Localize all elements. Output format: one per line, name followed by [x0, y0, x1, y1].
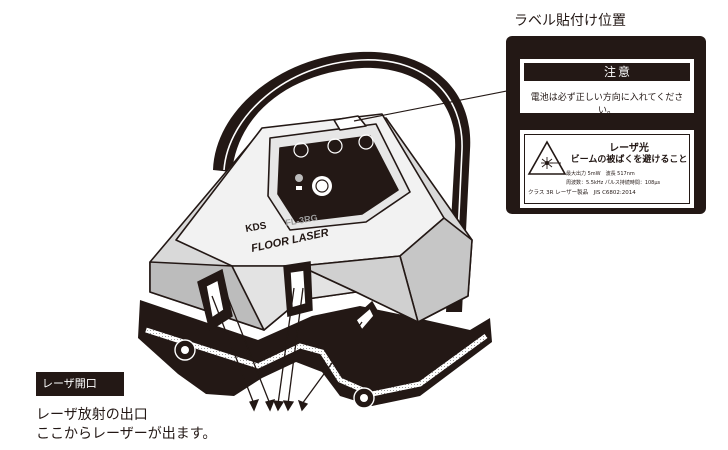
caution-heading: 注意: [603, 65, 632, 79]
laser-hazard-icon: [527, 140, 567, 175]
laser-window-center: [283, 261, 313, 317]
laser-label-subtitle: ビームの被ばくを避けること: [570, 155, 688, 165]
laser-label-title: レーザ光: [609, 143, 649, 154]
laser-exit-arrows: [211, 287, 363, 412]
label-position-title: ラベル貼付け位置: [514, 13, 626, 29]
laser-exit-description-1: レーザ放射の出口: [36, 407, 148, 423]
caution-text: 電池は必ず正しい方向に入れてください。: [530, 93, 684, 116]
laser-window-left: [197, 268, 233, 332]
control-panel: [293, 134, 374, 196]
device-base: [138, 300, 492, 409]
laser-spec-line3: クラス 3R レーザー製品 JIS C6802:2014: [528, 190, 636, 196]
laser-spec-line1: 最大出力 5mW 波長 517nm: [566, 171, 635, 177]
laser-opening-tag: レーザ開口: [36, 372, 124, 396]
carry-handle: [213, 51, 471, 313]
laser-exit-description-2: ここからレーザーが出ます。: [36, 426, 217, 442]
device-brand: KDS: [245, 220, 268, 235]
label-leader-line: [353, 87, 523, 122]
laser-spec-line2: 周波数：5.5kHz パルス持続時間：108μs: [566, 180, 661, 186]
